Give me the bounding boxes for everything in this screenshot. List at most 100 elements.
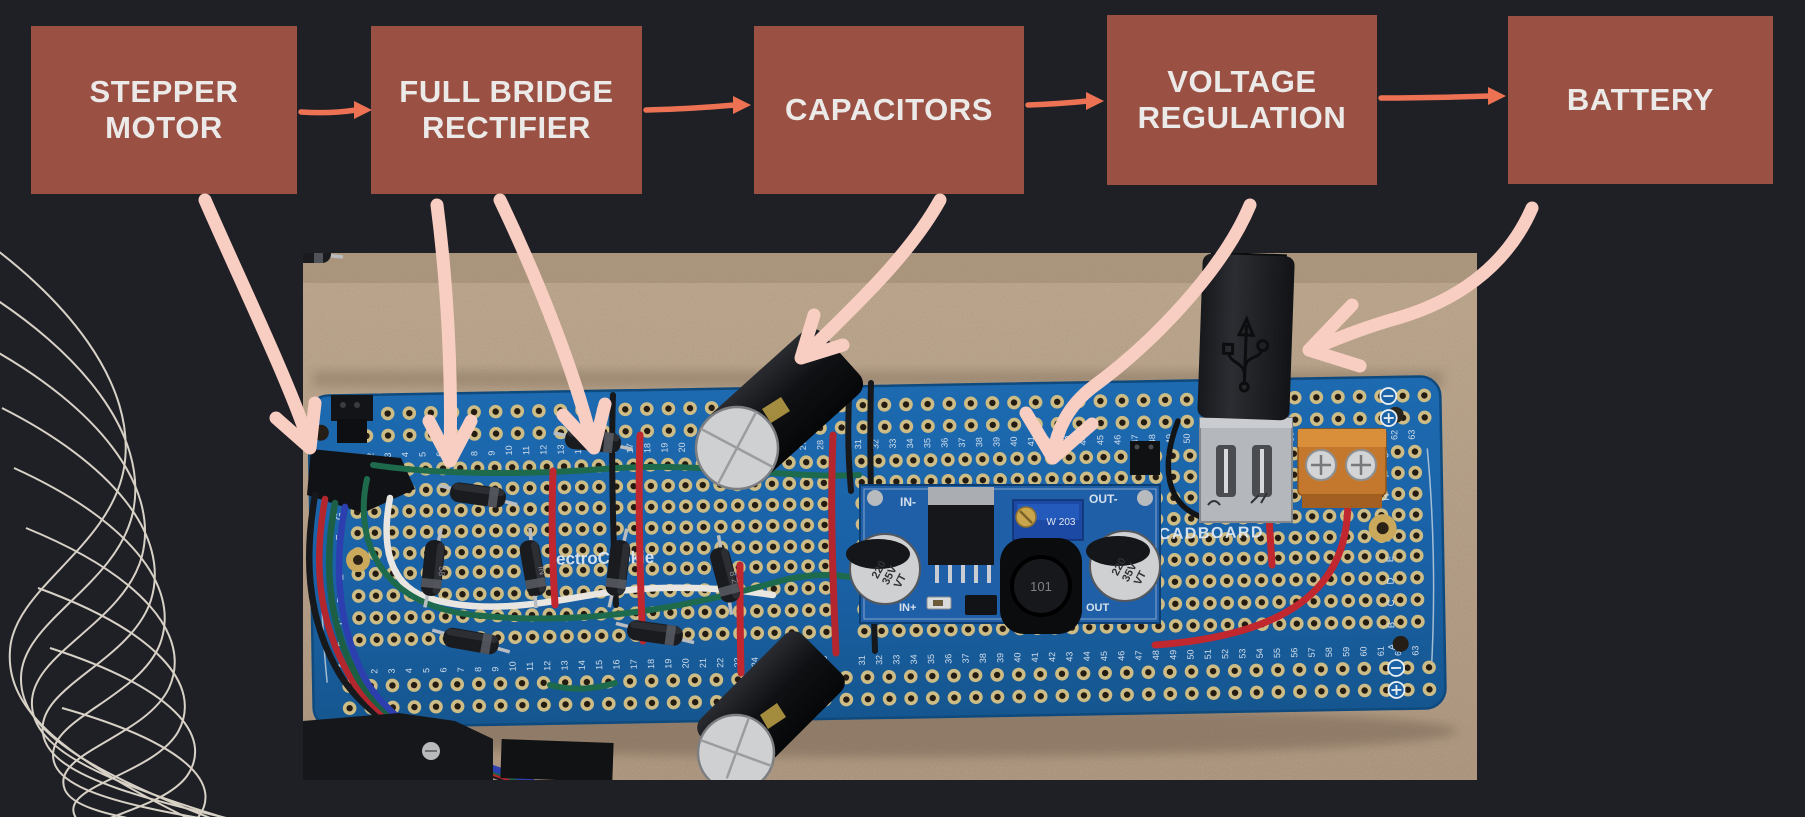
svg-text:57: 57 xyxy=(1307,647,1317,657)
inductor-marking: 101 xyxy=(1030,579,1052,594)
svg-text:60: 60 xyxy=(1358,646,1368,656)
svg-text:38: 38 xyxy=(978,653,988,663)
trimpot: W 203 xyxy=(1012,499,1084,541)
svg-text:40: 40 xyxy=(1012,652,1022,662)
svg-text:20: 20 xyxy=(681,658,691,668)
svg-text:A: A xyxy=(1387,643,1398,650)
usb-socket xyxy=(1199,417,1293,523)
svg-text:43: 43 xyxy=(1061,436,1071,446)
svg-text:7: 7 xyxy=(456,667,466,672)
diode-marking: 8 2 xyxy=(727,570,740,585)
svg-text:31: 31 xyxy=(857,655,867,665)
flow-box-full-bridge-rectifier: FULL BRIDGE RECTIFIER xyxy=(371,26,642,194)
flow-box-label: CAPACITORS xyxy=(784,92,994,128)
svg-text:18: 18 xyxy=(646,659,656,669)
svg-text:41: 41 xyxy=(1030,652,1040,662)
svg-text:9: 9 xyxy=(487,451,497,456)
svg-text:46: 46 xyxy=(1112,435,1122,445)
filter-capacitor-top xyxy=(694,328,864,491)
svg-text:37: 37 xyxy=(961,653,971,663)
svg-text:22: 22 xyxy=(715,658,725,668)
flow-box-label: BATTERY xyxy=(1566,82,1715,118)
svg-text:D: D xyxy=(1386,577,1397,584)
svg-text:11: 11 xyxy=(525,662,535,672)
svg-text:17: 17 xyxy=(629,659,639,669)
module-capacitor-out: 220 35V VT xyxy=(1086,530,1161,602)
module-label-in-neg: IN- xyxy=(900,495,916,509)
rail-polarity-icons xyxy=(1379,387,1406,699)
usb-plug xyxy=(1197,251,1295,421)
svg-text:18: 18 xyxy=(642,443,652,453)
svg-text:20: 20 xyxy=(677,442,687,452)
svg-text:C: C xyxy=(1386,599,1397,606)
svg-text:46: 46 xyxy=(1116,651,1126,661)
svg-text:13: 13 xyxy=(559,660,569,670)
filter-capacitor-bottom xyxy=(696,631,845,793)
svg-text:63: 63 xyxy=(1407,430,1417,440)
regulator-module: IN- OUT- IN+ OUT W 203 xyxy=(846,484,1161,634)
svg-text:43: 43 xyxy=(1064,652,1074,662)
svg-text:50: 50 xyxy=(1182,433,1192,443)
svg-text:14: 14 xyxy=(577,660,587,670)
module-label-in-pos: IN+ xyxy=(899,602,916,614)
capacitor-marking: VT xyxy=(892,572,909,590)
svg-text:24: 24 xyxy=(750,657,760,667)
svg-text:G: G xyxy=(334,513,345,521)
svg-text:5: 5 xyxy=(421,668,431,673)
svg-text:28: 28 xyxy=(815,440,825,450)
circuit-photo: 1234567891011121314151617181920212223242… xyxy=(262,243,1477,793)
svg-text:12: 12 xyxy=(542,661,552,671)
svg-text:2: 2 xyxy=(369,669,379,674)
flow-box-stepper-motor: STEPPER MOTOR xyxy=(31,26,297,194)
svg-text:13: 13 xyxy=(556,444,566,454)
svg-text:40: 40 xyxy=(1009,436,1019,446)
svg-text:34: 34 xyxy=(909,654,919,664)
svg-text:55: 55 xyxy=(1272,648,1282,658)
svg-text:51: 51 xyxy=(1203,649,1213,659)
svg-text:10: 10 xyxy=(504,445,514,455)
svg-text:42: 42 xyxy=(1047,652,1057,662)
svg-text:36: 36 xyxy=(940,438,950,448)
svg-text:19: 19 xyxy=(663,659,673,669)
svg-text:33: 33 xyxy=(888,439,898,449)
svg-text:19: 19 xyxy=(659,443,669,453)
svg-text:44: 44 xyxy=(1078,435,1088,445)
svg-text:7: 7 xyxy=(452,451,462,456)
svg-text:31: 31 xyxy=(853,439,863,449)
svg-text:50: 50 xyxy=(1185,649,1195,659)
svg-text:45: 45 xyxy=(1095,435,1105,445)
svg-text:11: 11 xyxy=(521,446,531,456)
svg-text:E: E xyxy=(1385,556,1396,563)
svg-text:B: B xyxy=(1386,622,1397,629)
svg-text:32: 32 xyxy=(870,439,880,449)
svg-text:44: 44 xyxy=(1082,651,1092,661)
flow-box-label: STEPPER MOTOR xyxy=(89,74,239,145)
screw-terminal xyxy=(1297,428,1387,508)
svg-text:41: 41 xyxy=(1026,436,1036,446)
svg-text:63: 63 xyxy=(1410,646,1420,656)
svg-text:52: 52 xyxy=(1220,649,1230,659)
module-capacitor-in: 220 35V VT xyxy=(846,533,921,605)
mount-hole xyxy=(1392,635,1409,652)
svg-text:59: 59 xyxy=(1341,647,1351,657)
svg-text:8: 8 xyxy=(473,667,483,672)
flow-box-capacitors: CAPACITORS xyxy=(754,26,1024,194)
svg-text:42: 42 xyxy=(1043,436,1053,446)
svg-text:5: 5 xyxy=(417,452,427,457)
svg-text:10: 10 xyxy=(508,661,518,671)
capacitor-marking: VT xyxy=(1132,569,1149,587)
module-label-out-pos: OUT xyxy=(1086,602,1110,614)
regulator-ic xyxy=(928,487,994,583)
svg-text:49: 49 xyxy=(1168,650,1178,660)
svg-text:56: 56 xyxy=(1289,648,1299,658)
svg-text:12: 12 xyxy=(538,445,548,455)
svg-text:47: 47 xyxy=(1134,650,1144,660)
svg-text:53: 53 xyxy=(1237,649,1247,659)
svg-text:6: 6 xyxy=(435,452,445,457)
svg-text:4: 4 xyxy=(400,452,410,457)
flow-box-label: FULL BRIDGE RECTIFIER xyxy=(399,74,614,145)
svg-text:27: 27 xyxy=(798,440,808,450)
svg-text:48: 48 xyxy=(1151,650,1161,660)
